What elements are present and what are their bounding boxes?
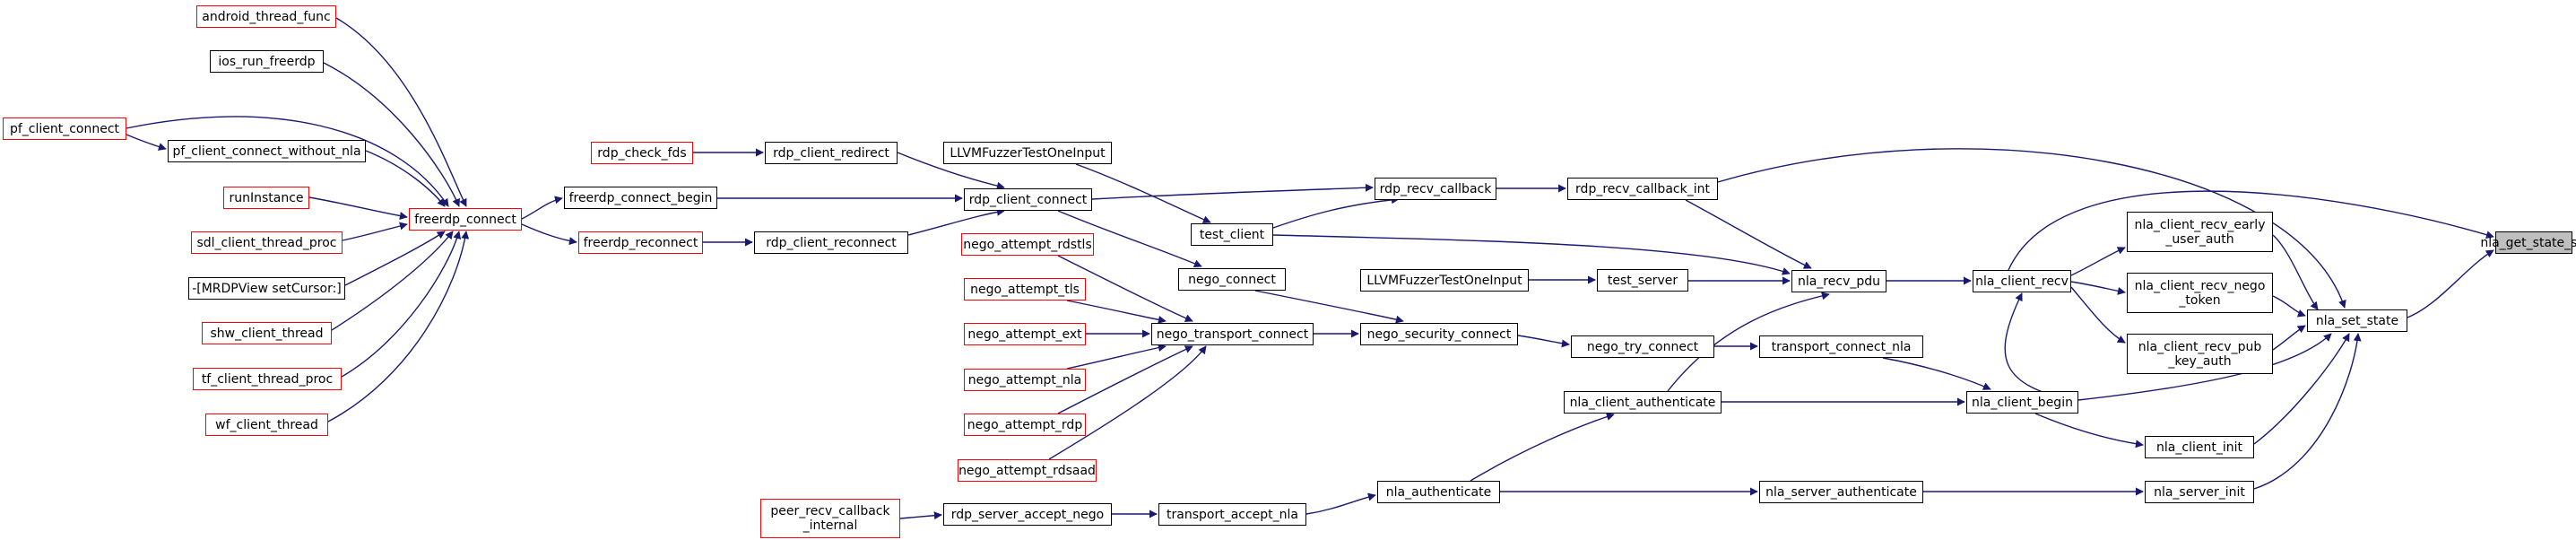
edge-rdp-recv-callback-int-to-recv-pdu [1685,199,1812,269]
edge-nla-authenticate-to-client-authenticate [1470,413,1615,482]
node-runinstance[interactable]: runInstance [223,187,309,209]
node-nego-attempt-rdstls[interactable]: nego_attempt_rdstls [961,233,1094,256]
node-sdl-client-thread-proc[interactable]: sdl_client_thread_proc [191,231,343,254]
node-ios-run-freerdp[interactable]: ios_run_freerdp [210,50,324,73]
edge-test-client-to-recv-pdu [1272,234,1791,275]
node-nla-get-state-str[interactable]: nla_get_state_str [2480,231,2576,254]
node-nla-client-authenticate[interactable]: nla_client_authenticate [1564,391,1722,414]
node-nla-recv-pdu[interactable]: nla_recv_pdu [1791,270,1886,292]
node-pf-client-connect[interactable]: pf_client_connect [3,118,126,140]
node-wf-client-thread[interactable]: wf_client_thread [205,414,328,436]
node-rdp-recv-callback[interactable]: rdp_recv_callback [1375,178,1496,200]
edge-test-client-to-recv-callback [1272,196,1400,229]
edge-rdp-client-connect-to-recv-callback [1091,183,1374,200]
node-rdp-server-accept-nego[interactable]: rdp_server_accept_nego [943,503,1112,526]
node-nla-client-recv[interactable]: nla_client_recv [1973,270,2071,292]
node-shw-client-thread[interactable]: shw_client_thread [202,322,332,344]
edge-pub-key-auth-to-set-state [2272,325,2306,351]
node-rdp-client-connect[interactable]: rdp_client_connect [964,188,1092,211]
node-transport-accept-nla[interactable]: transport_accept_nla [1158,503,1306,526]
node-nla-server-init[interactable]: nla_server_init [2145,481,2254,503]
edge-client-begin-to-set-state [2077,333,2332,401]
edge-transport-accept-to-nla-authenticate [1305,492,1376,515]
node-nla-client-recv-nego-token[interactable]: nla_client_recv_nego_token [2127,273,2273,313]
node-test-client[interactable]: test_client [1191,223,1273,246]
node-nla-client-init[interactable]: nla_client_init [2145,436,2254,458]
node-nego-attempt-rdp[interactable]: nego_attempt_rdp [964,414,1086,436]
edge-llvm-client-to-test-client [1075,163,1211,223]
node-freerdp-reconnect[interactable]: freerdp_reconnect [578,231,703,254]
node-nla-client-begin[interactable]: nla_client_begin [1966,391,2078,414]
node-nla-set-state[interactable]: nla_set_state [2307,309,2407,332]
node-rdp-client-reconnect[interactable]: rdp_client_reconnect [754,231,908,254]
edge-attempt-tls-to-transport-connect [1066,300,1167,324]
edge-transport-connect-nla-to-client-begin [1882,357,1991,390]
edge-client-init-to-set-state [2253,333,2350,445]
edge-client-recv-to-nego-token [2070,281,2126,295]
edge-nla-set-state-to-get-state-str [2407,249,2494,318]
edge-peer-recv-to-server-accept-nego [899,511,942,520]
edge-pf-client-connect-to-without-nla [126,134,167,151]
edge-client-recv-to-pub-key-auth [2070,286,2126,344]
edge-mrdpview-to-freerdp-connect [344,231,446,286]
edge-nego-connect-to-security-connect [1254,290,1404,324]
node-nego-connect[interactable]: nego_connect [1178,268,1286,291]
node-test-server[interactable]: test_server [1597,269,1688,292]
node-transport-connect-nla[interactable]: transport_connect_nla [1759,335,1923,358]
edge-client-begin-to-client-init [2034,413,2144,449]
edge-attempt-nla-to-transport-connect [1066,344,1167,370]
node-nego-attempt-ext[interactable]: nego_attempt_ext [964,323,1086,345]
node-nego-attempt-tls[interactable]: nego_attempt_tls [964,278,1086,300]
edge-tf-to-freerdp-connect [341,231,462,378]
node-nego-transport-connect[interactable]: nego_transport_connect [1151,323,1314,345]
node-android-thread-func[interactable]: android_thread_func [196,5,336,28]
edge-client-redirect-to-client-connect [897,152,1005,190]
node-freerdp-connect-begin[interactable]: freerdp_connect_begin [564,187,717,209]
node-rdp-check-fds[interactable]: rdp_check_fds [591,142,693,164]
node-nla-authenticate[interactable]: nla_authenticate [1377,481,1500,503]
edge-nego-token-to-set-state [2272,295,2306,318]
edge-shw-to-freerdp-connect [331,231,454,331]
node-rdp-client-redirect[interactable]: rdp_client_redirect [765,142,898,164]
node-nla-server-authenticate[interactable]: nla_server_authenticate [1759,481,1923,503]
edge-freerdp-connect-to-reconnect [521,223,577,246]
edge-wf-to-freerdp-connect [327,231,470,422]
node-mrdpview-setcursor[interactable]: -[MRDPView setCursor:] [188,277,345,300]
node-nego-security-connect[interactable]: nego_security_connect [1360,323,1518,345]
node-peer-recv-callback-internal[interactable]: peer_recv_callback_internal [760,499,900,538]
edge-ios-to-freerdp-connect [323,62,460,207]
edge-client-reconnect-to-client-connect [907,207,1005,236]
edge-android-to-freerdp-connect [335,17,467,207]
edge-server-init-to-set-state [2253,333,2362,490]
node-nego-attempt-nla[interactable]: nego_attempt_nla [964,369,1086,391]
node-nego-try-connect[interactable]: nego_try_connect [1571,335,1714,358]
edge-nla-client-authenticate-to-recv-pdu [1667,292,1830,392]
node-freerdp-connect[interactable]: freerdp_connect [409,208,522,231]
node-rdp-recv-callback-int[interactable]: rdp_recv_callback_int [1567,178,1718,200]
edge-pf-client-connect-to-freerdp-connect [126,116,449,207]
node-nla-client-recv-pub-key-auth[interactable]: nla_client_recv_pub_key_auth [2127,334,2273,374]
edge-pf-without-nla-to-freerdp-connect [365,150,446,207]
node-nego-attempt-rdsaad[interactable]: nego_attempt_rdsaad [958,459,1097,482]
edge-sdl-to-freerdp-connect [342,222,408,241]
node-pf-client-connect-without-nla[interactable]: pf_client_connect_without_nla [168,140,366,162]
edge-rdp-recv-callback-int-to-set-state [1717,148,2346,309]
edge-attempt-rdp-to-transport-connect [1057,345,1193,414]
node-nla-client-recv-early-user-auth[interactable]: nla_client_recv_early_user_auth [2127,212,2273,252]
edge-client-recv-to-early-user-auth [2070,247,2126,276]
edge-nego-security-connect-to-try-connect [1517,335,1570,348]
node-tf-client-thread-proc[interactable]: tf_client_thread_proc [193,368,342,390]
edge-attempt-rdstls-to-transport-connect [1057,255,1193,322]
edge-client-begin-up-to-client-recv [2004,292,2079,403]
edge-freerdp-connect-to-connect-begin [521,196,563,220]
edge-early-user-auth-to-set-state [2272,234,2319,310]
edge-runinstance-to-freerdp-connect [308,196,408,221]
edge-rdp-client-connect-to-nego-connect [1057,210,1202,267]
node-llvmfuzzer-client[interactable]: LLVMFuzzerTestOneInput [943,142,1112,164]
node-llvmfuzzer-server[interactable]: LLVMFuzzerTestOneInput [1360,269,1529,292]
edge-attempt-rdsaad-to-transport-connect [1048,345,1207,460]
